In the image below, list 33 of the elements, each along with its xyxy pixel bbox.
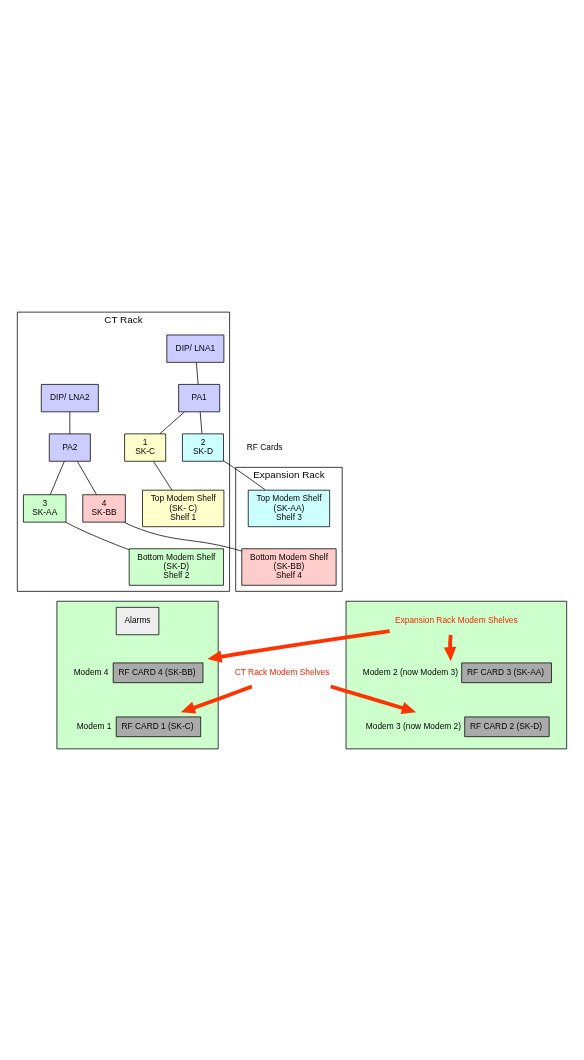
arrow: [180, 684, 253, 713]
node-box: 2 SK-D: [182, 433, 224, 462]
node-box: Alarms: [115, 606, 160, 635]
node-box: 4 SK-BB: [82, 493, 126, 522]
cluster: [345, 600, 568, 749]
cluster: [56, 600, 219, 749]
node-box: Bottom Modem Shelf (SK-BB) Shelf 4: [241, 547, 337, 586]
connector: [153, 460, 173, 490]
node-box: Top Modem Shelf (SK-AA) Shelf 3: [247, 489, 331, 527]
node-box: DIP/ LNA1: [166, 334, 225, 363]
node-label: Modem 1: [76, 720, 112, 731]
node-label: Modem 3 (now Modem 2): [365, 720, 462, 731]
connector: [199, 411, 203, 434]
arrow: [207, 628, 390, 663]
node-label: Modem 2 (now Modem 3): [362, 666, 459, 677]
connector: [49, 460, 65, 495]
node-text: Expansion Rack Modem Shelves: [395, 614, 518, 625]
connector: [65, 521, 130, 550]
connector: [124, 521, 243, 551]
connector: [196, 361, 199, 385]
connector: [69, 411, 71, 434]
node-box: PA2: [48, 433, 91, 462]
connector: [77, 460, 97, 495]
node-box: 1 SK-C: [124, 433, 167, 462]
node-text: CT Rack Modem Shelves: [234, 666, 330, 677]
node-label: Modem 4: [73, 666, 109, 677]
connector: [159, 411, 185, 434]
label: RF Cards: [246, 441, 283, 452]
node-box: 3 SK-AA: [23, 493, 67, 522]
node-box: Bottom Modem Shelf (SK-D) Shelf 2: [128, 547, 224, 586]
node-box: Top Modem Shelf (SK- C) Shelf 1: [142, 489, 225, 527]
node-box: DIP/ LNA2: [40, 383, 99, 412]
node-box: PA1: [178, 383, 221, 412]
